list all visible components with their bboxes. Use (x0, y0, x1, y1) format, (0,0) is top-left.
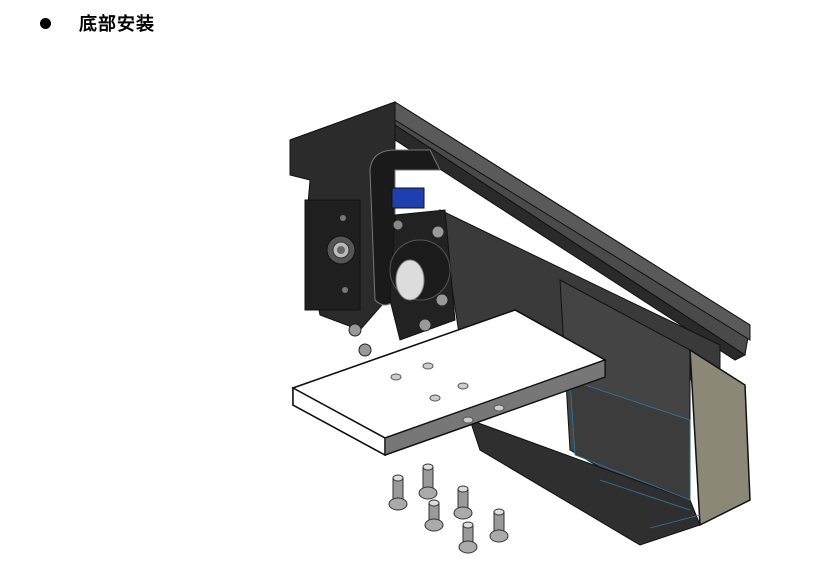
blue-tab (391, 187, 425, 209)
section-title: 底部安装 (79, 14, 155, 35)
screw (424, 499, 444, 532)
screw (388, 474, 408, 511)
screw (458, 521, 478, 554)
motor-flange (348, 209, 456, 357)
mounting-plate (291, 309, 607, 457)
screw (489, 508, 509, 543)
bullet-icon (40, 17, 51, 29)
mounting-screws (388, 463, 509, 554)
screw (418, 463, 438, 500)
screw (453, 485, 473, 520)
belt-loop (369, 149, 441, 306)
end-cap (289, 101, 396, 331)
motor-block (469, 348, 751, 546)
section-heading: 底部安装 (40, 10, 155, 36)
